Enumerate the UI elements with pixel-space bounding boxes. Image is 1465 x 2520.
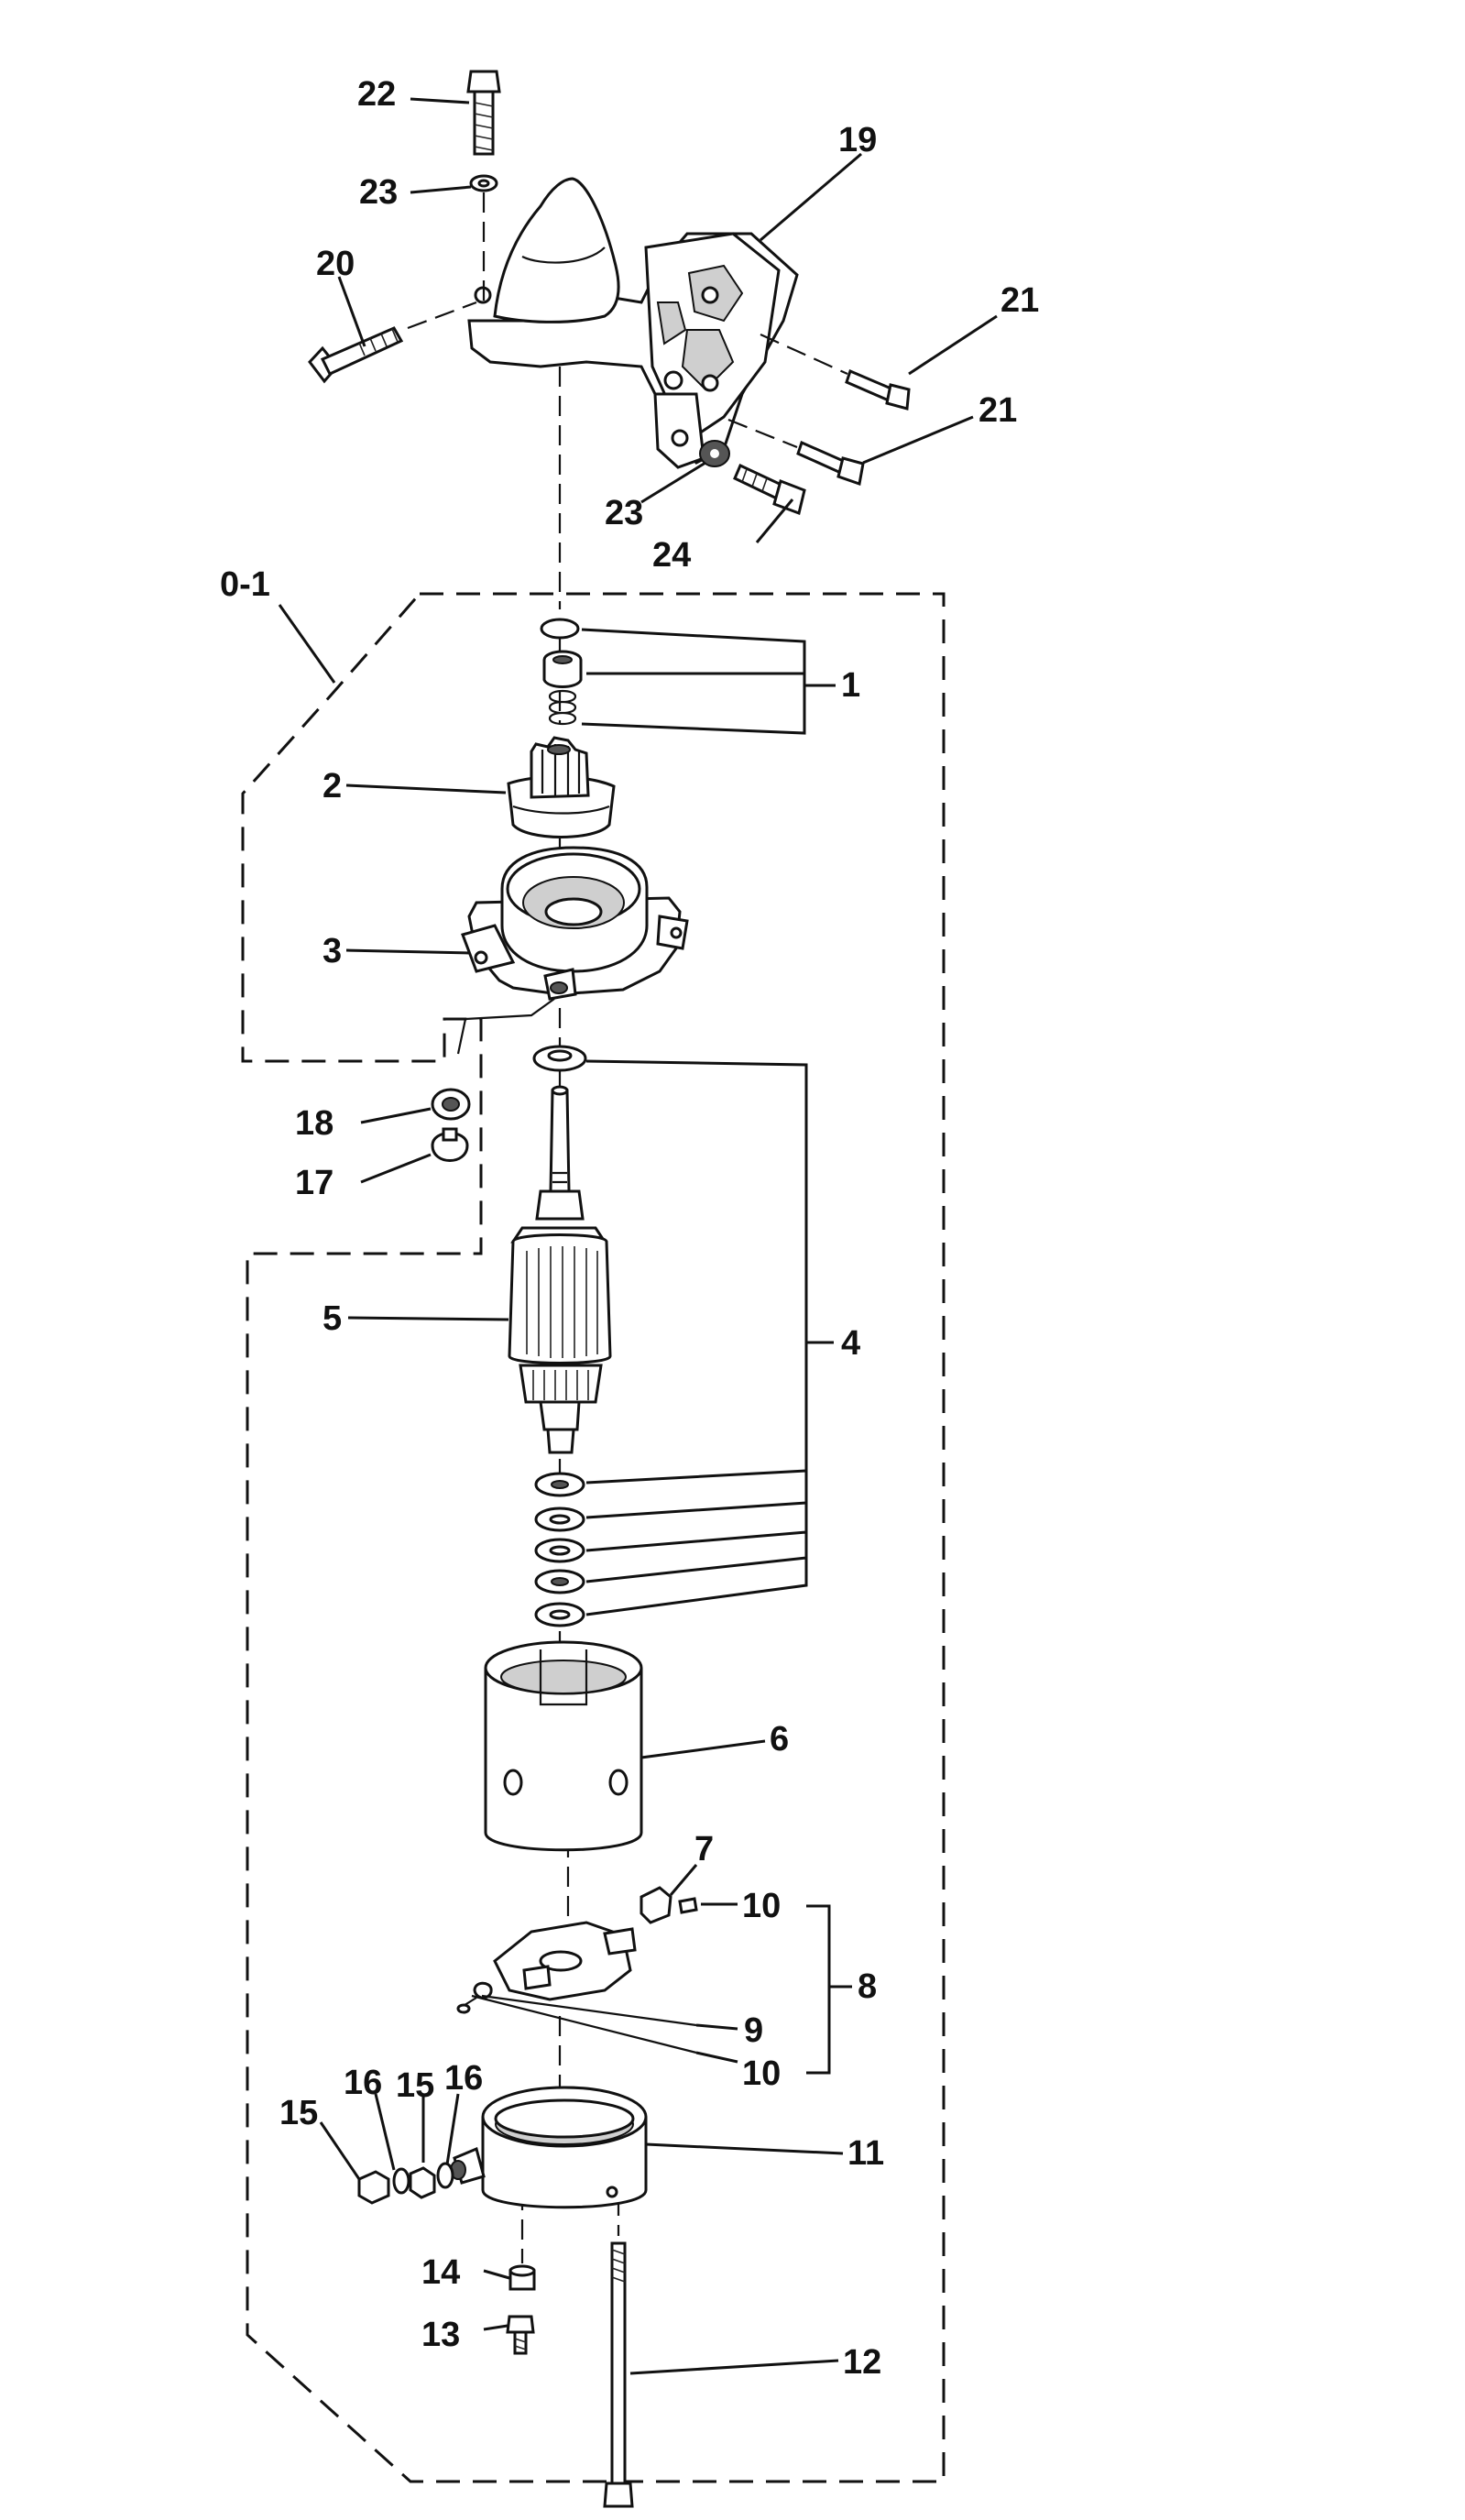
screw-21-upper <box>845 368 911 411</box>
label-12: 12 <box>843 2343 881 2382</box>
label-8: 8 <box>858 1967 877 2006</box>
spring-10-lower <box>481 1994 697 2027</box>
brush-7 <box>640 1886 672 1924</box>
nut-15-right <box>409 2166 436 2199</box>
nut-18 <box>431 1088 471 1121</box>
pinion-drive <box>507 736 616 838</box>
nut-15-left <box>357 2170 390 2205</box>
lead-wire <box>456 998 555 1055</box>
label-4: 4 <box>841 1324 860 1363</box>
label-18: 18 <box>295 1104 333 1143</box>
label-22: 22 <box>357 75 396 114</box>
through-bolt <box>603 2241 634 2508</box>
label-19: 19 <box>838 121 877 159</box>
label-16-left: 16 <box>344 2064 382 2102</box>
label-13: 13 <box>421 2316 460 2354</box>
armature <box>508 1085 612 1454</box>
label-3: 3 <box>323 932 342 970</box>
label-1: 1 <box>841 666 860 705</box>
end-cap <box>450 2086 648 2209</box>
label-11: 11 <box>847 2134 884 2173</box>
label-10-upper: 10 <box>742 1887 781 1925</box>
label-16-right: 16 <box>444 2059 483 2098</box>
leader-bracket-1 <box>581 628 806 735</box>
bolt-20 <box>308 326 404 384</box>
label-21-lower: 21 <box>978 391 1017 430</box>
label-7: 7 <box>694 1830 714 1868</box>
o-ring <box>540 618 580 640</box>
washer-16-right <box>436 2162 454 2189</box>
label-9: 9 <box>744 2011 763 2050</box>
cap-17 <box>431 1127 469 1162</box>
leader-lines <box>278 97 998 2375</box>
brush-9 <box>456 1981 493 2014</box>
screw-13 <box>506 2315 535 2355</box>
label-20: 20 <box>316 245 355 283</box>
label-17: 17 <box>295 1164 333 1202</box>
label-6: 6 <box>770 1720 789 1759</box>
assembly-boundary <box>241 592 946 2483</box>
bolt-22 <box>466 70 501 156</box>
spring <box>548 689 577 726</box>
label-2: 2 <box>323 767 342 805</box>
washer-16-left <box>392 2167 410 2195</box>
label-15-left: 15 <box>279 2094 318 2132</box>
bushing-14 <box>508 2264 536 2291</box>
mounting-bracket <box>467 177 799 469</box>
bolt-24 <box>733 463 806 515</box>
leader-bracket-4 <box>585 1059 808 1616</box>
label-assembly: 0-1 <box>220 565 270 604</box>
label-24: 24 <box>652 536 691 575</box>
washer-4-upper <box>532 1045 587 1072</box>
label-14: 14 <box>421 2253 460 2292</box>
label-23-top: 23 <box>359 173 398 212</box>
brush-plate <box>493 1921 637 2001</box>
field-frame <box>484 1640 643 1852</box>
bushing <box>542 650 583 688</box>
label-15-right: 15 <box>396 2066 434 2105</box>
front-housing <box>461 846 689 1001</box>
label-23-lower: 23 <box>605 494 643 532</box>
label-10-lower: 10 <box>742 2054 781 2093</box>
spring-10-upper <box>678 1897 698 1914</box>
label-5: 5 <box>323 1299 342 1338</box>
washer-stack <box>534 1472 585 1627</box>
screw-21-lower <box>796 440 865 486</box>
label-21-upper: 21 <box>1000 281 1039 320</box>
